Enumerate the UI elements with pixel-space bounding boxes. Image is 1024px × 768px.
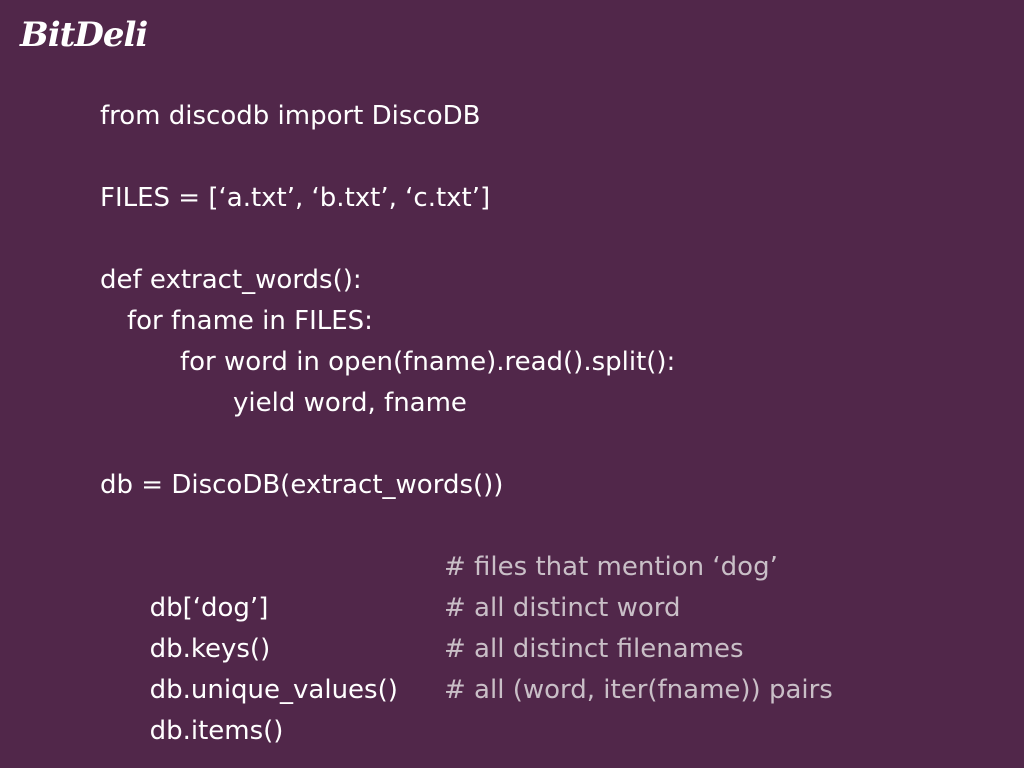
usage-line: db.unique_values() # all distinct filena…	[100, 629, 980, 705]
code-block: from discodb import DiscoDB FILES = [‘a.…	[100, 96, 980, 746]
blank-line	[100, 424, 980, 465]
code-line-for-fname: for fname in FILES:	[127, 306, 373, 336]
usage-comment: # all (word, iter(fname)) pairs	[444, 675, 833, 705]
usage-code: db.keys()	[149, 634, 271, 664]
usage-comment: # all distinct filenames	[444, 634, 744, 664]
code-line-files: FILES = [‘a.txt’, ‘b.txt’, ‘c.txt’]	[100, 183, 491, 213]
usage-line: db[‘dog’] # files that mention ‘dog’	[100, 547, 980, 623]
bitdeli-logo: BitDeli	[20, 15, 148, 55]
usage-code: db[‘dog’]	[149, 593, 269, 623]
usage-line: db.items() # all (word, iter(fname)) pai…	[100, 670, 980, 746]
usage-code: db.items()	[149, 716, 284, 746]
code-line-db: db = DiscoDB(extract_words())	[100, 470, 504, 500]
blank-line	[100, 219, 980, 260]
blank-line	[100, 137, 980, 178]
blank-line	[100, 506, 980, 547]
usage-line: db.keys() # all distinct word	[100, 588, 980, 664]
code-line-import: from discodb import DiscoDB	[100, 101, 481, 131]
code-line-yield: yield word, fname	[233, 388, 467, 418]
usage-code: db.unique_values()	[149, 675, 398, 705]
usage-comment: # files that mention ‘dog’	[444, 552, 778, 582]
code-line-for-word: for word in open(fname).read().split():	[180, 347, 676, 377]
usage-comment: # all distinct word	[444, 593, 681, 623]
code-line-def: def extract_words():	[100, 265, 362, 295]
